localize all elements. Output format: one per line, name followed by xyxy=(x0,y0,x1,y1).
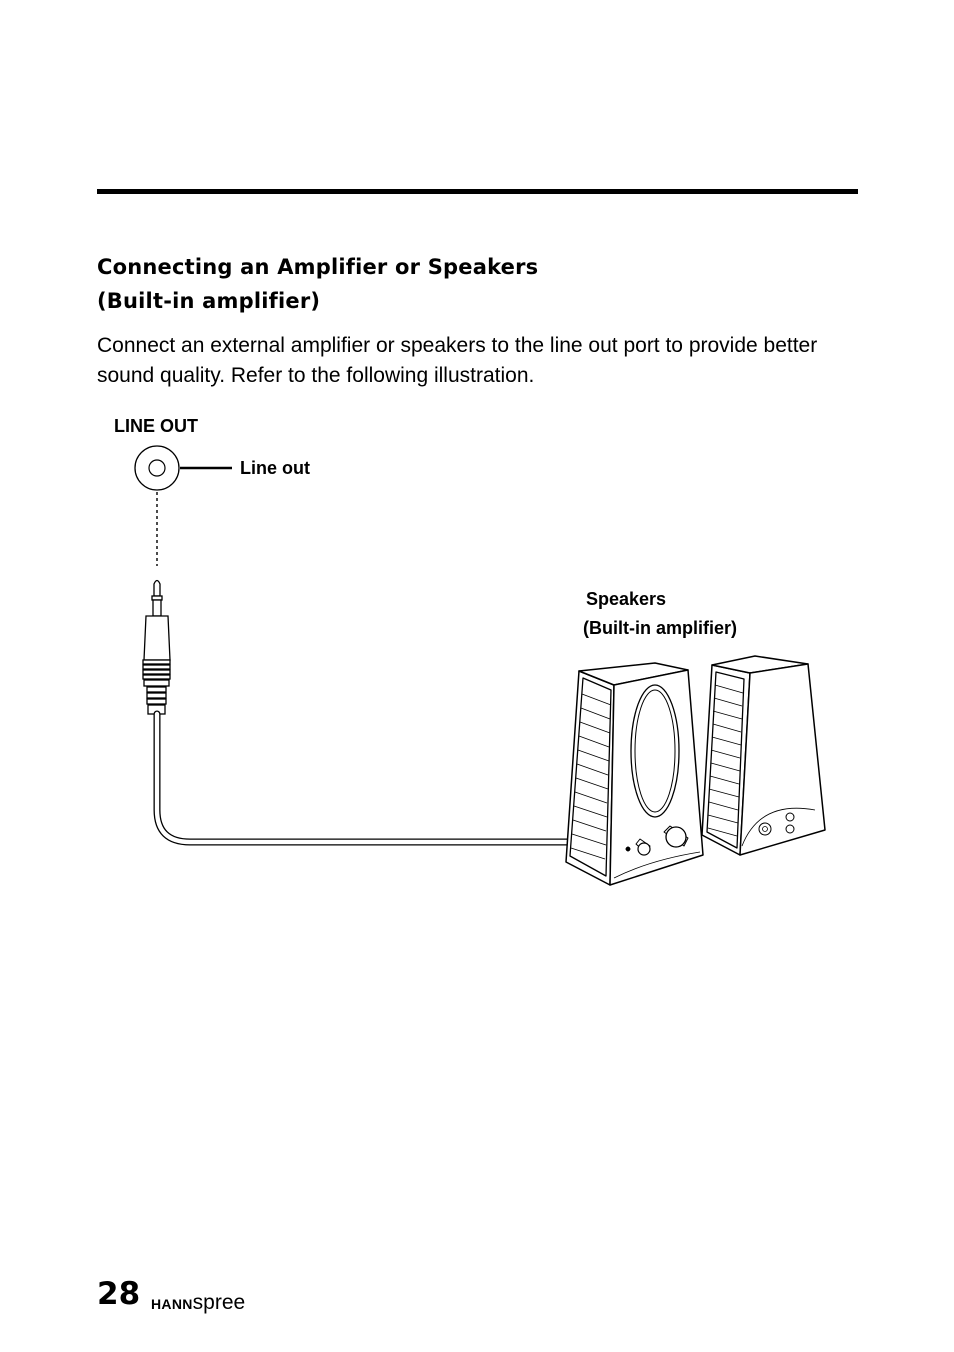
header-rule xyxy=(97,189,858,194)
section-heading-line-2: (Built-in amplifier) xyxy=(97,289,321,313)
line-out-port-icon xyxy=(134,445,180,491)
speakers-label: Speakers xyxy=(586,589,667,609)
line-out-port-label: Line out xyxy=(240,458,310,478)
audio-cable xyxy=(153,710,572,846)
intro-paragraph: Connect an external amplifier or speaker… xyxy=(97,334,818,387)
brand-logo-regular: spree xyxy=(192,1291,246,1314)
audio-plug-icon xyxy=(142,579,171,715)
line-out-port-title: LINE OUT xyxy=(114,416,198,436)
built-in-amplifier-label: (Built-in amplifier) xyxy=(583,618,737,638)
brand-logo-bold: HANN xyxy=(151,1296,193,1312)
page-number: 28 xyxy=(97,1276,141,1312)
brand-logo: HANNspree xyxy=(151,1291,245,1316)
section-heading: Connecting an Amplifier or Speakers (Bui… xyxy=(97,250,538,318)
left-speaker-icon xyxy=(565,662,704,886)
right-speaker-icon xyxy=(701,655,826,856)
section-heading-line-1: Connecting an Amplifier or Speakers xyxy=(97,255,539,279)
